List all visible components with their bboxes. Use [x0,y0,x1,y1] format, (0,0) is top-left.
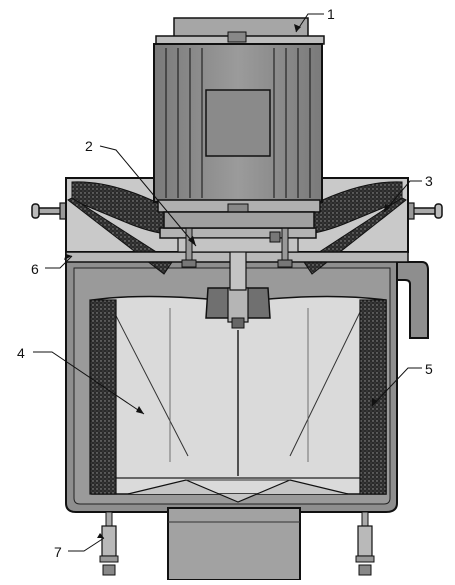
adjustable-feet [99,511,375,576]
bottom-outlet [167,507,301,581]
leader-1 [295,13,324,33]
leader-2 [99,145,197,247]
side-filter-mats [89,299,387,495]
callout-4: 4 [17,345,25,361]
leader-6 [45,255,73,269]
side-drain-pipe [396,261,429,339]
callout-2: 2 [85,138,93,154]
leader-arrowheads [64,24,390,538]
leader-4 [33,351,145,415]
leader-5 [371,367,422,407]
callout-1: 1 [327,6,335,22]
callout-6: 6 [31,261,39,277]
leader-lines [33,13,422,552]
motor [153,17,325,229]
motor-flange [159,217,317,268]
side-handles [31,202,443,220]
leader-7 [68,537,105,552]
rotor-basket [91,295,387,503]
callout-3: 3 [425,173,433,189]
motor-fins [165,48,311,198]
callout-5: 5 [425,361,433,377]
callout-7: 7 [54,544,62,560]
leader-3 [383,180,422,213]
